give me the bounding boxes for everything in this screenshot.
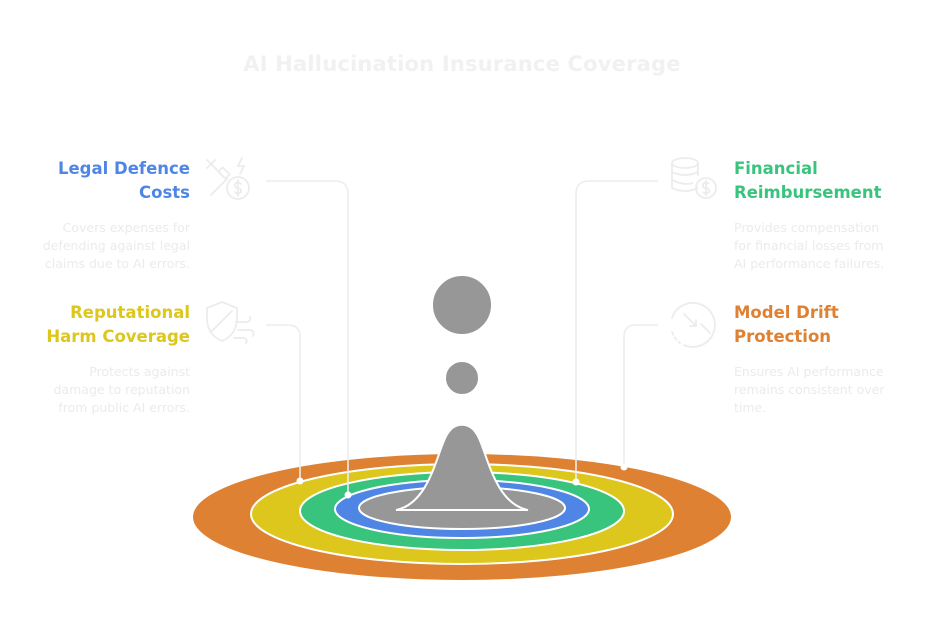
drift-gauge-icon <box>671 302 716 348</box>
droplet-small <box>444 360 480 396</box>
coins-dollar-icon <box>671 157 717 199</box>
financial-description-line-3: AI performance failures. <box>734 256 885 271</box>
connector-dot-drift <box>620 463 628 471</box>
shield-wind-icon <box>206 301 255 344</box>
legal-heading: Legal Defence Costs <box>58 157 190 205</box>
reputational-description: Protects against damage to reputation fr… <box>54 363 190 417</box>
droplet-large <box>431 274 493 336</box>
financial-description-line-1: Provides compensation <box>734 220 880 235</box>
connector-financial <box>575 180 658 482</box>
legal-heading-line-2: Costs <box>139 183 190 202</box>
connector-dot-reputational <box>296 477 304 485</box>
diagram-title: AI Hallucination Insurance Coverage <box>243 52 681 76</box>
drift-heading-line-1: Model Drift <box>734 303 839 322</box>
connector-dot-legal <box>344 491 352 499</box>
reputational-heading-line-2: Harm Coverage <box>46 327 190 346</box>
legal-description-line-2: defending against legal <box>42 238 190 253</box>
financial-heading-line-1: Financial <box>734 159 818 178</box>
legal-description-line-3: claims due to AI errors. <box>44 256 190 271</box>
financial-heading-line-2: Reimbursement <box>734 183 882 202</box>
connector-legal <box>266 180 349 495</box>
splash-peak <box>395 423 529 511</box>
gavel-dollar-icon <box>206 157 250 200</box>
reputational-description-line-1: Protects against <box>89 364 190 379</box>
financial-description-line-2: for financial losses from <box>734 238 884 253</box>
drift-description-line-3: time. <box>734 400 767 415</box>
reputational-heading-line-1: Reputational <box>70 303 190 322</box>
reputational-description-line-2: damage to reputation <box>53 382 190 397</box>
drift-description: Ensures AI performance remains consisten… <box>734 363 884 417</box>
connector-drift <box>623 324 658 467</box>
reputational-description-line-3: from public AI errors. <box>58 400 190 415</box>
legal-heading-line-1: Legal Defence <box>57 159 190 178</box>
legal-description-line-1: Covers expenses for <box>62 220 190 235</box>
connector-reputational <box>266 324 301 481</box>
connector-dot-financial <box>572 478 580 486</box>
drift-description-line-1: Ensures AI performance <box>734 364 884 379</box>
financial-description: Provides compensation for financial loss… <box>734 219 884 273</box>
drift-heading: Model Drift Protection <box>734 301 839 349</box>
drift-description-line-2: remains consistent over <box>734 382 885 397</box>
financial-heading: Financial Reimbursement <box>734 157 881 205</box>
drift-heading-line-2: Protection <box>734 327 832 346</box>
legal-description: Covers expenses for defending against le… <box>43 219 190 273</box>
reputational-heading: Reputational Harm Coverage <box>46 301 190 349</box>
